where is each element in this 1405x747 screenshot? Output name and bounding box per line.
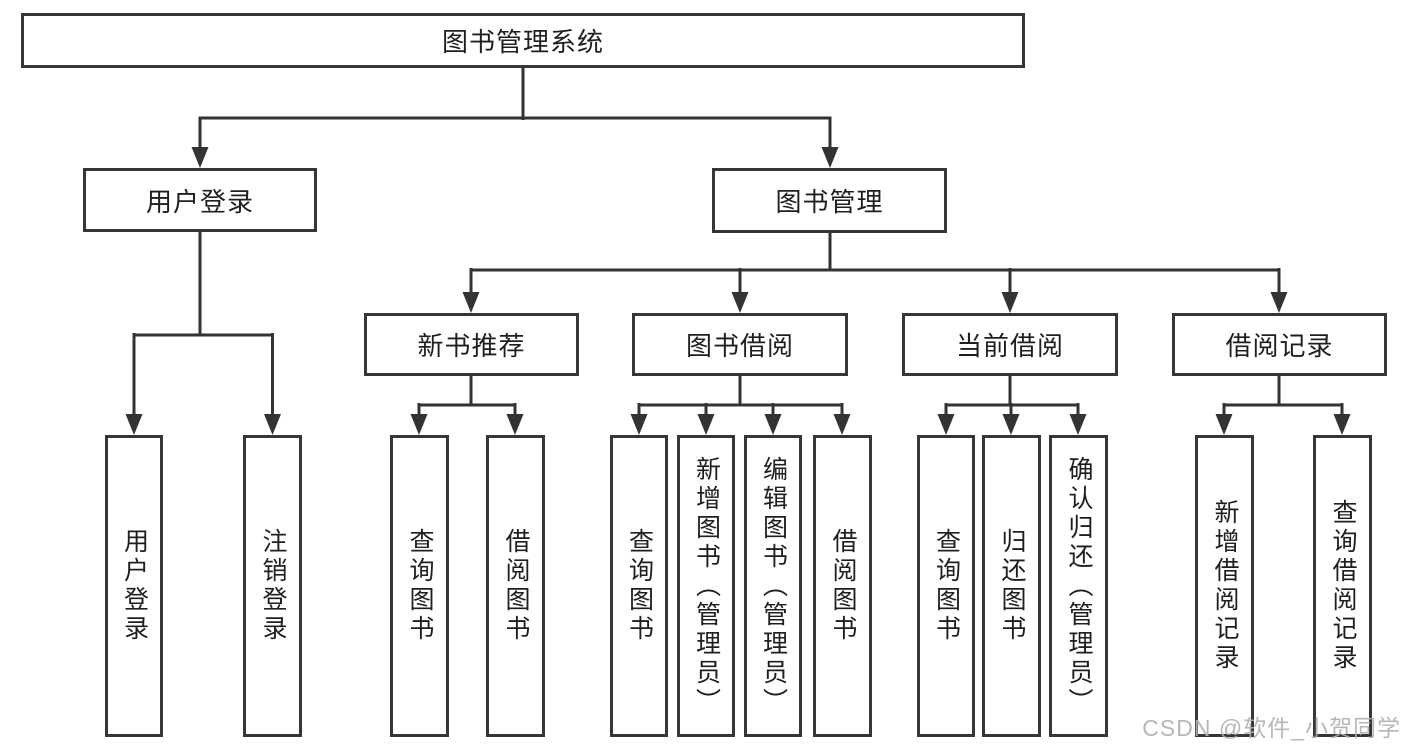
arrowhead-icon <box>125 414 143 435</box>
arrowhead-icon <box>833 414 851 435</box>
leaf-edit-book-admin: 编辑图书（管理员） <box>744 435 802 737</box>
arrowhead-icon <box>1333 414 1351 435</box>
leaf-confirm-return-admin-label: 确认归还（管理员） <box>1065 455 1093 717</box>
arrowhead-icon <box>697 414 715 435</box>
arrowhead-icon <box>1002 414 1020 435</box>
arrowhead-icon <box>1215 414 1233 435</box>
arrowhead-icon <box>1270 292 1288 313</box>
arrowhead-icon <box>630 414 648 435</box>
arrowhead-icon <box>937 414 955 435</box>
watermark-text: CSDN @软件_小贺同学 <box>1142 715 1401 741</box>
leaf-logout: 注销登录 <box>243 435 302 737</box>
node-root-system: 图书管理系统 <box>21 13 1025 68</box>
leaf-user-login: 用户登录 <box>105 435 163 737</box>
leaf-borrow-book-recommend: 借阅图书 <box>486 435 545 737</box>
leaf-query-book-current-label: 查询图书 <box>932 528 961 644</box>
leaf-query-borrow-record: 查询借阅记录 <box>1313 435 1372 737</box>
node-user-login: 用户登录 <box>83 168 317 232</box>
node-book-management: 图书管理 <box>712 168 947 233</box>
leaf-query-book-borrow-label: 查询图书 <box>625 528 654 644</box>
leaf-query-borrow-record-label: 查询借阅记录 <box>1329 499 1357 673</box>
arrowhead-icon <box>1069 414 1087 435</box>
leaf-borrow-book-borrow-label: 借阅图书 <box>829 528 857 644</box>
leaf-query-book-recommend: 查询图书 <box>390 435 449 737</box>
arrowhead-icon <box>821 147 839 168</box>
leaf-add-borrow-record-label: 新增借阅记录 <box>1211 499 1239 673</box>
leaf-edit-book-admin-label: 编辑图书（管理员） <box>759 455 788 717</box>
node-book-borrow: 图书借阅 <box>632 313 848 376</box>
leaf-borrow-book-recommend-label: 借阅图书 <box>502 528 530 644</box>
leaf-user-login-label: 用户登录 <box>120 528 149 644</box>
node-new-book-recommend: 新书推荐 <box>364 313 579 376</box>
leaf-add-book-admin: 新增图书（管理员） <box>677 435 735 737</box>
leaf-return-book-label: 归还图书 <box>998 528 1026 644</box>
leaf-add-borrow-record: 新增借阅记录 <box>1195 435 1254 737</box>
leaf-add-book-admin-label: 新增图书（管理员） <box>692 455 721 717</box>
arrowhead-icon <box>264 414 281 435</box>
node-current-borrow: 当前借阅 <box>902 313 1118 376</box>
arrowhead-icon <box>731 292 749 313</box>
arrowhead-icon <box>462 292 480 313</box>
leaf-borrow-book-borrow: 借阅图书 <box>813 435 872 737</box>
connector-layer <box>125 68 1351 435</box>
leaf-query-book-borrow: 查询图书 <box>610 435 668 737</box>
leaf-return-book: 归还图书 <box>982 435 1041 737</box>
arrowhead-icon <box>191 147 209 168</box>
node-borrow-records: 借阅记录 <box>1172 313 1387 376</box>
arrowhead-icon <box>764 414 782 435</box>
leaf-confirm-return-admin: 确认归还（管理员） <box>1049 435 1108 737</box>
arrowhead-icon <box>410 414 428 435</box>
leaf-query-book-recommend-label: 查询图书 <box>406 528 434 644</box>
arrowhead-icon <box>1001 292 1019 313</box>
arrowhead-icon <box>506 414 524 435</box>
leaf-query-book-current: 查询图书 <box>917 435 975 737</box>
leaf-logout-label: 注销登录 <box>259 528 287 644</box>
